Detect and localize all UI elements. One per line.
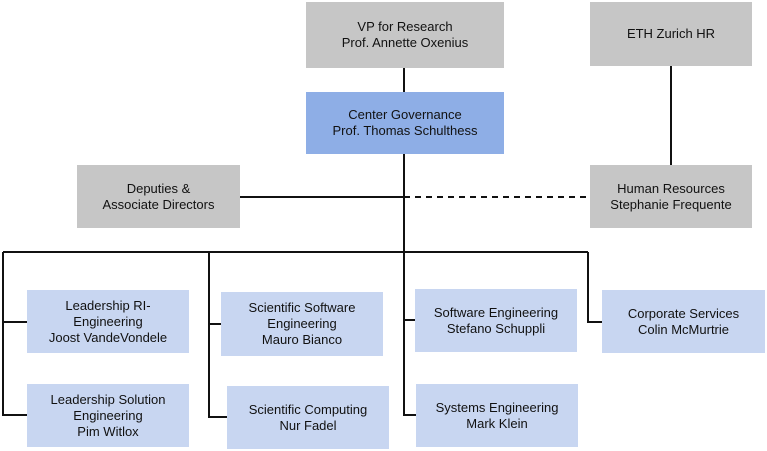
node-title: Scientific Computing	[248, 401, 368, 417]
node-person: Nur Fadel	[279, 417, 337, 433]
node-person: Stephanie Frequente	[610, 196, 732, 212]
node-title: Scientific Software	[248, 300, 356, 315]
node-eth-hr: ETH Zurich HR	[590, 2, 752, 66]
node-software-engineering: Software Engineering Stefano Schuppli	[415, 289, 577, 352]
node-human-resources: Human Resources Stephanie Frequente	[590, 165, 752, 228]
node-vp-research: VP for Research Prof. Annette Oxenius	[306, 2, 504, 68]
node-leadership-ri-engineering: Leadership RI- Engineering Joost VandeVo…	[27, 290, 189, 353]
node-person: Mauro Bianco	[261, 332, 343, 347]
connector	[208, 252, 227, 418]
node-title: Deputies &	[126, 180, 191, 196]
node-title: Corporate Services	[627, 305, 740, 321]
node-center-governance: Center Governance Prof. Thomas Schulthes…	[306, 92, 504, 154]
node-title: ETH Zurich HR	[626, 26, 716, 41]
node-person: Prof. Annette Oxenius	[341, 35, 469, 50]
node-title: Center Governance	[348, 107, 462, 122]
connector	[403, 252, 416, 416]
node-title: Software Engineering	[433, 304, 559, 320]
connector	[587, 252, 602, 323]
node-title: Systems Engineering	[435, 399, 559, 415]
node-title: VP for Research	[357, 19, 453, 34]
node-person: Colin McMurtrie	[637, 321, 729, 337]
node-person: Pim Witlox	[77, 423, 139, 439]
node-title: Associate Directors	[102, 196, 215, 212]
node-person: Mark Klein	[466, 415, 528, 431]
node-title: Engineering	[73, 407, 143, 423]
node-systems-engineering: Systems Engineering Mark Klein	[416, 384, 578, 447]
node-leadership-solution-engineering: Leadership Solution Engineering Pim Witl…	[27, 384, 189, 447]
node-title: Engineering	[73, 313, 143, 329]
node-title: Human Resources	[617, 180, 725, 196]
node-title: Leadership RI-	[65, 297, 151, 313]
node-scientific-computing: Scientific Computing Nur Fadel	[227, 386, 389, 449]
node-deputies: Deputies & Associate Directors	[77, 165, 240, 228]
node-title: Engineering	[267, 316, 337, 331]
node-scientific-software-engineering: Scientific Software Engineering Mauro Bi…	[221, 292, 383, 356]
connector	[2, 252, 27, 416]
node-person: Joost VandeVondele	[48, 329, 168, 345]
node-person: Prof. Thomas Schulthess	[332, 123, 478, 138]
node-title: Leadership Solution	[50, 391, 166, 407]
node-person: Stefano Schuppli	[446, 320, 546, 336]
node-corporate-services: Corporate Services Colin McMurtrie	[602, 290, 765, 353]
